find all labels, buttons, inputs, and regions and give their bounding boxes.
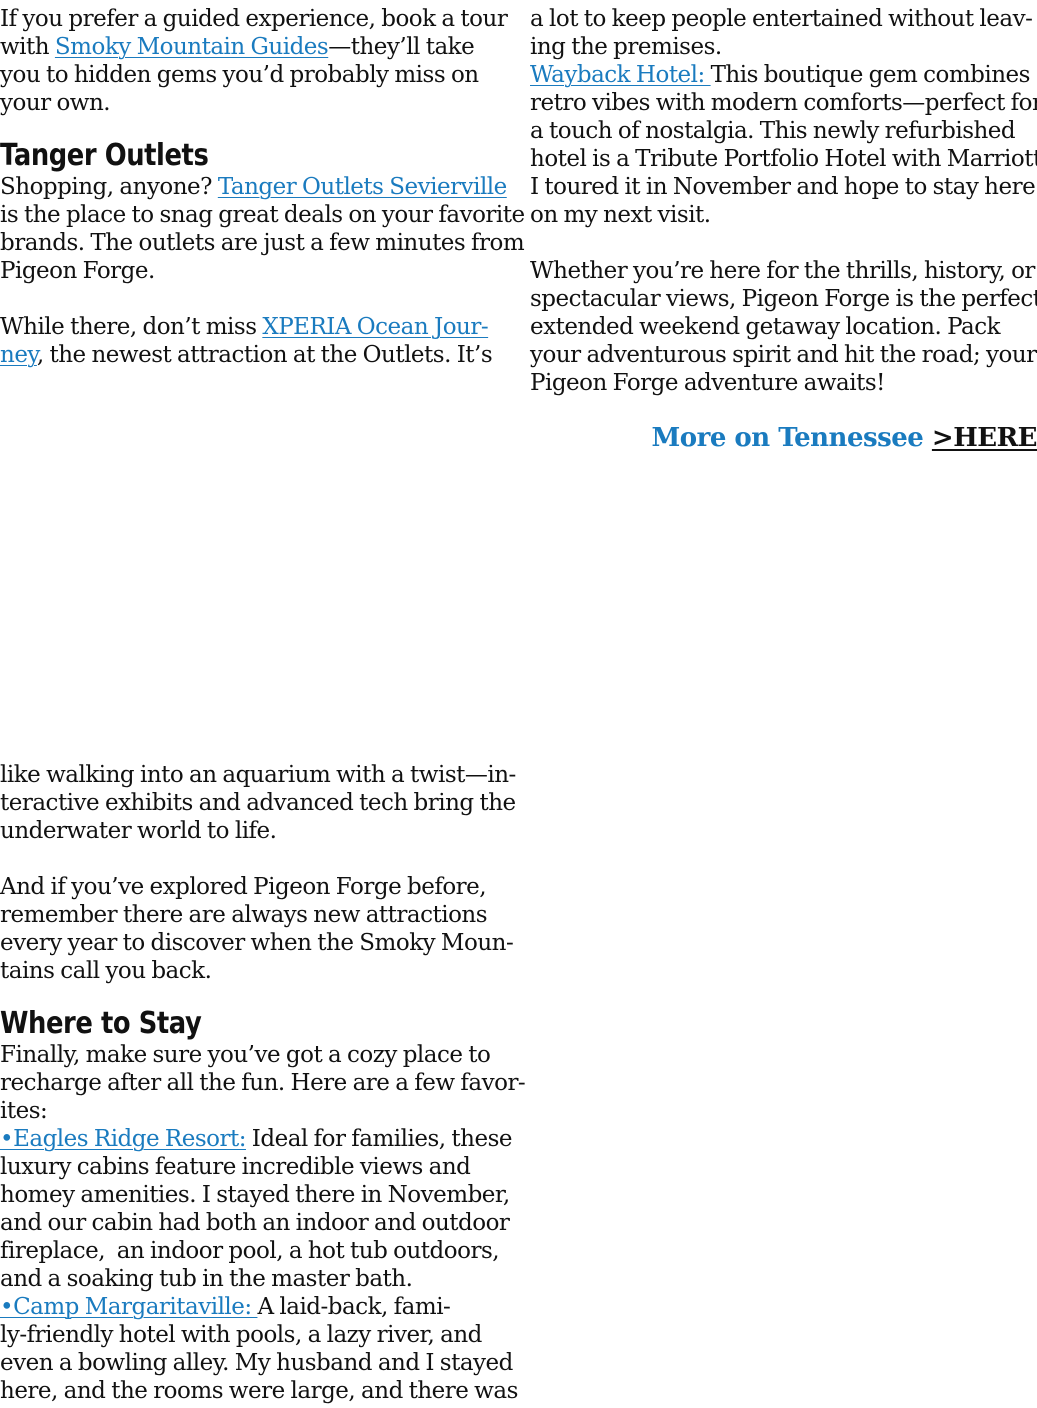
explored-paragraph-line: every year to discover when the Smoky Mo…: [0, 930, 514, 956]
here-link[interactable]: >HERE: [931, 423, 1037, 453]
xperia-continued-line: teractive exhibits and advanced tech bri…: [0, 790, 516, 816]
xperia-paragraph-line: While there, don’t miss XPERIA Ocean Jou…: [0, 313, 489, 341]
guided-tour-paragraph-line: your own.: [0, 90, 111, 116]
tanger-paragraph-line: is the place to snag great deals on your…: [0, 202, 525, 228]
xperia-continued-line: like walking into an aquarium with a twi…: [0, 762, 516, 788]
text-span: Shopping, anyone?: [0, 174, 218, 200]
guided-tour-paragraph-line: you to hidden gems you’d probably miss o…: [0, 62, 479, 88]
closing-paragraph-line: your adventurous spirit and hit the road…: [530, 342, 1037, 368]
camp-margaritaville-line: even a bowling alley. My husband and I s…: [0, 1350, 513, 1376]
text-span: Ideal for families, these: [245, 1126, 513, 1152]
text-span: , the newest attraction at the Outlets. …: [36, 342, 493, 368]
eagles-ridge-line: homey amenities. I stayed there in Novem…: [0, 1182, 510, 1208]
text-span: —they’ll take: [328, 34, 475, 60]
wayback-hotel-line: hotel is a Tribute Portfolio Hotel with …: [530, 146, 1037, 172]
text-span: This boutique gem combines: [710, 62, 1031, 88]
stay-paragraph-line: ites:: [0, 1098, 48, 1124]
text-span: A laid-back, fami-: [257, 1294, 451, 1320]
xperia-paragraph-line: ney, the newest attraction at the Outlet…: [0, 341, 493, 369]
wayback-hotel-line: Wayback Hotel: This boutique gem combine…: [530, 61, 1030, 89]
text-span: While there, don’t miss: [0, 314, 263, 340]
wayback-hotel-link[interactable]: Wayback Hotel:: [530, 62, 711, 88]
where-to-stay-heading: Where to Stay: [0, 1006, 202, 1041]
camp-margaritaville-link[interactable]: •Camp Margaritaville:: [0, 1294, 258, 1320]
eagles-ridge-line: fireplace, an indoor pool, a hot tub out…: [0, 1238, 500, 1264]
explored-paragraph-line: tains call you back.: [0, 958, 212, 984]
eagles-ridge-line: luxury cabins feature incredible views a…: [0, 1154, 471, 1180]
guided-tour-paragraph-line: with Smoky Mountain Guides—they’ll take: [0, 33, 475, 61]
stay-paragraph-line: recharge after all the fun. Here are a f…: [0, 1070, 526, 1096]
closing-paragraph-line: spectacular views, Pigeon Forge is the p…: [530, 286, 1037, 312]
wayback-hotel-line: retro vibes with modern comforts—perfect…: [530, 90, 1037, 116]
more-on-tennessee: More on Tennessee >HERE: [652, 421, 1037, 455]
tanger-outlets-heading: Tanger Outlets: [0, 138, 209, 173]
camp-margaritaville-line: here, and the rooms were large, and ther…: [0, 1378, 518, 1404]
xperia-continued-line: underwater world to life.: [0, 818, 277, 844]
guided-tour-paragraph-line: If you prefer a guided experience, book …: [0, 6, 508, 32]
wayback-hotel-line: on my next visit.: [530, 202, 711, 228]
more-on-tennessee-label: More on Tennessee: [651, 423, 932, 453]
camp-margaritaville-line: •Camp Margaritaville: A laid-back, fami-: [0, 1293, 451, 1321]
wayback-hotel-line: a touch of nostalgia. This newly refurbi…: [530, 118, 1016, 144]
eagles-ridge-line: •Eagles Ridge Resort: Ideal for families…: [0, 1125, 512, 1153]
explored-paragraph-line: remember there are always new attraction…: [0, 902, 488, 928]
eagles-ridge-resort-link[interactable]: •Eagles Ridge Resort:: [0, 1126, 246, 1152]
closing-paragraph-line: Whether you’re here for the thrills, his…: [530, 258, 1035, 284]
margaritaville-continued-line: a lot to keep people entertained without…: [530, 6, 1033, 32]
xperia-ocean-journey-link[interactable]: XPERIA Ocean Jour-: [262, 314, 489, 340]
xperia-ocean-journey-link-cont[interactable]: ney: [0, 342, 37, 368]
stay-paragraph-line: Finally, make sure you’ve got a cozy pla…: [0, 1042, 491, 1068]
wayback-hotel-line: I toured it in November and hope to stay…: [530, 174, 1036, 200]
eagles-ridge-line: and a soaking tub in the master bath.: [0, 1266, 413, 1292]
tanger-outlets-sevierville-link[interactable]: Tanger Outlets Sevierville: [217, 174, 507, 200]
tanger-paragraph-line: Shopping, anyone? Tanger Outlets Sevierv…: [0, 173, 507, 201]
explored-paragraph-line: And if you’ve explored Pigeon Forge befo…: [0, 874, 487, 900]
eagles-ridge-line: and our cabin had both an indoor and out…: [0, 1210, 510, 1236]
text-span: with: [0, 34, 55, 60]
closing-paragraph-line: extended weekend getaway location. Pack: [530, 314, 1001, 340]
closing-paragraph-line: Pigeon Forge adventure awaits!: [530, 370, 885, 396]
smoky-mountain-guides-link[interactable]: Smoky Mountain Guides: [54, 34, 329, 60]
tanger-paragraph-line: brands. The outlets are just a few minut…: [0, 230, 525, 256]
margaritaville-continued-line: ing the premises.: [530, 34, 722, 60]
tanger-paragraph-line: Pigeon Forge.: [0, 258, 155, 284]
camp-margaritaville-line: ly-friendly hotel with pools, a lazy riv…: [0, 1322, 482, 1348]
